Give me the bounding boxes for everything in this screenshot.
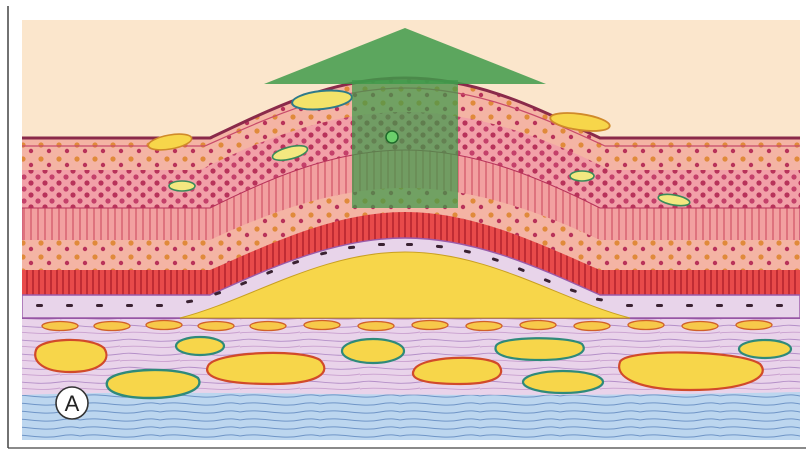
- fat-cell: [107, 370, 200, 398]
- fat-cell: [739, 340, 791, 358]
- highlighted-cell: [386, 131, 398, 143]
- fat-cell: [35, 340, 106, 372]
- fat-cell: [342, 339, 404, 363]
- fat-cell: [176, 337, 224, 355]
- fat-cell: [495, 338, 583, 360]
- fat-cell: [523, 371, 603, 393]
- blue-base-layer: [22, 392, 800, 440]
- fat-cell: [413, 358, 501, 384]
- panel-label-badge: A: [56, 387, 88, 419]
- fat-cell: [207, 353, 324, 384]
- fat-cell: [619, 352, 763, 390]
- panel-label: A: [65, 391, 80, 416]
